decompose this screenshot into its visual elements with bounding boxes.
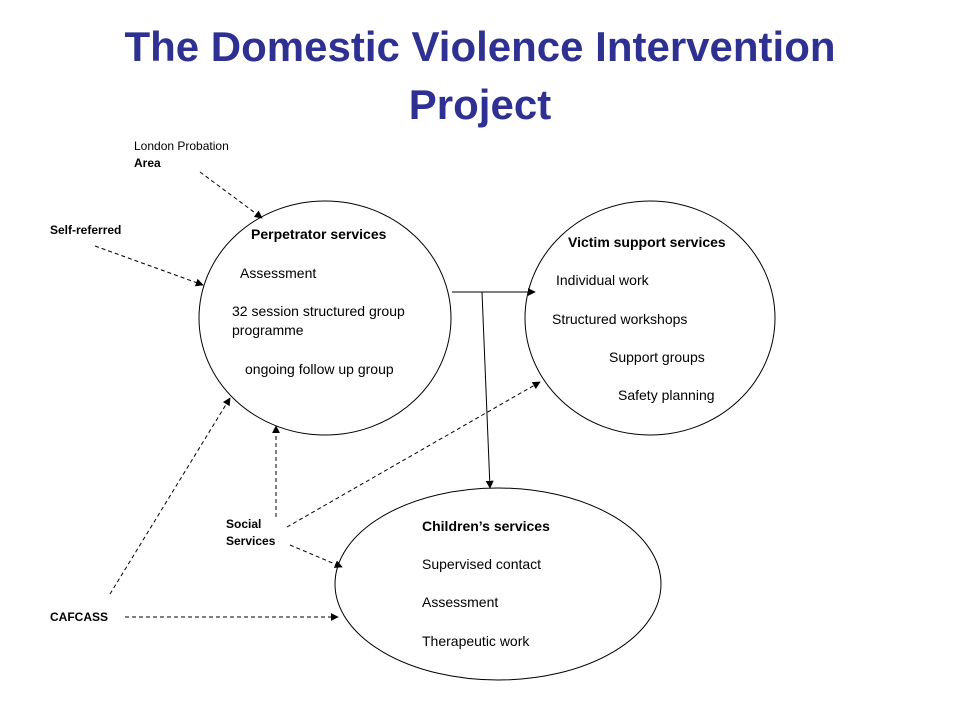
victim-item: Safety planning [618,387,715,403]
children-item: Supervised contact [422,556,541,572]
perpetrator-item: programme [232,322,304,338]
perpetrator-services-header: Perpetrator services [251,226,387,242]
social-services-label: Social [226,517,261,531]
london-probation-label: London Probation [134,139,229,153]
victim-item: Structured workshops [552,311,687,327]
arrow-social-services-to-children [289,544,343,568]
perpetrator-services-node [198,200,452,436]
perpetrator-item: 32 session structured group [232,303,405,319]
cafcass-label: CAFCASS [50,610,108,624]
children-item: Assessment [422,594,498,610]
arrow-cafcass-to-perpetrator [109,397,231,595]
victim-item: Support groups [609,349,705,365]
children-item: Therapeutic work [422,633,530,649]
victim-support-services-header: Victim support services [568,234,726,250]
title-line-2: Project [408,81,552,128]
childrens-services-header: Children’s services [422,518,550,534]
london-probation-label-area: Area [134,156,161,170]
perpetrator-item: Assessment [240,265,316,281]
page-title: The Domestic Violence Intervention Proje… [0,18,960,134]
perpetrator-item: ongoing follow up group [245,361,394,377]
childrens-services-node [334,487,662,681]
victim-item: Individual work [556,272,650,288]
arrow-self-referred-to-perpetrator [94,245,204,287]
arrow-probation-to-perpetrator [199,171,263,219]
title-line-1: The Domestic Violence Intervention [124,23,836,70]
arrow-perpetrator-to-children [481,291,494,489]
victim-support-services-node [524,200,776,436]
social-services-label-line2: Services [226,534,276,548]
self-referred-label: Self-referred [50,223,121,237]
